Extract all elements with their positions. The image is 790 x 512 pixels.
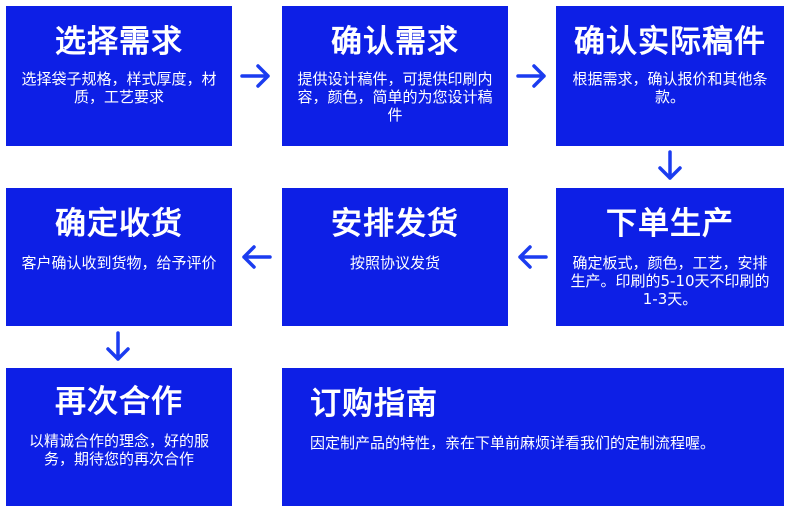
step-title: 下单生产 [606,206,734,242]
step-title: 选择需求 [55,24,183,60]
step-title: 确认需求 [331,24,459,60]
step-confirm-receipt: 确定收货 客户确认收到货物，给予评价 [6,188,232,326]
step-title: 确定收货 [55,206,183,242]
step-title: 确认实际稿件 [574,24,766,60]
step-description: 选择袋子规格，样式厚度，材质，工艺要求 [21,70,217,106]
arrow-right-icon [516,62,548,90]
arrow-right-icon [240,62,272,90]
arrow-left-icon [516,243,548,271]
step-description: 按照协议发货 [349,254,440,272]
step-select-requirements: 选择需求 选择袋子规格，样式厚度，材质，工艺要求 [6,6,232,146]
guide-description: 因定制产品的特性，亲在下单前麻烦详看我们的定制流程喔。 [310,434,716,452]
step-description: 根据需求，确认报价和其他条款。 [572,70,768,106]
step-order-production: 下单生产 确定板式，颜色，工艺，安排生产。印刷的5-10天不印刷的1-3天。 [556,188,784,326]
arrow-left-icon [240,243,272,271]
step-cooperate-again: 再次合作 以精诚合作的理念，好的服务，期待您的再次合作 [6,368,232,506]
step-description: 确定板式，颜色，工艺，安排生产。印刷的5-10天不印刷的1-3天。 [570,254,770,308]
ordering-guide: 订购指南 因定制产品的特性，亲在下单前麻烦详看我们的定制流程喔。 [282,368,784,506]
step-description: 客户确认收到货物，给予评价 [21,254,217,272]
arrow-down-icon [656,150,684,182]
step-title: 再次合作 [55,384,183,420]
step-arrange-shipping: 安排发货 按照协议发货 [282,188,508,326]
step-confirm-draft: 确认实际稿件 根据需求，确认报价和其他条款。 [556,6,784,146]
step-description: 提供设计稿件，可提供印刷内容，颜色，简单的为您设计稿件 [297,70,493,124]
step-description: 以精诚合作的理念，好的服务，期待您的再次合作 [28,432,209,468]
step-confirm-requirements: 确认需求 提供设计稿件，可提供印刷内容，颜色，简单的为您设计稿件 [282,6,508,146]
arrow-down-icon [104,331,132,363]
step-title: 安排发货 [331,206,459,242]
guide-title: 订购指南 [310,386,438,422]
